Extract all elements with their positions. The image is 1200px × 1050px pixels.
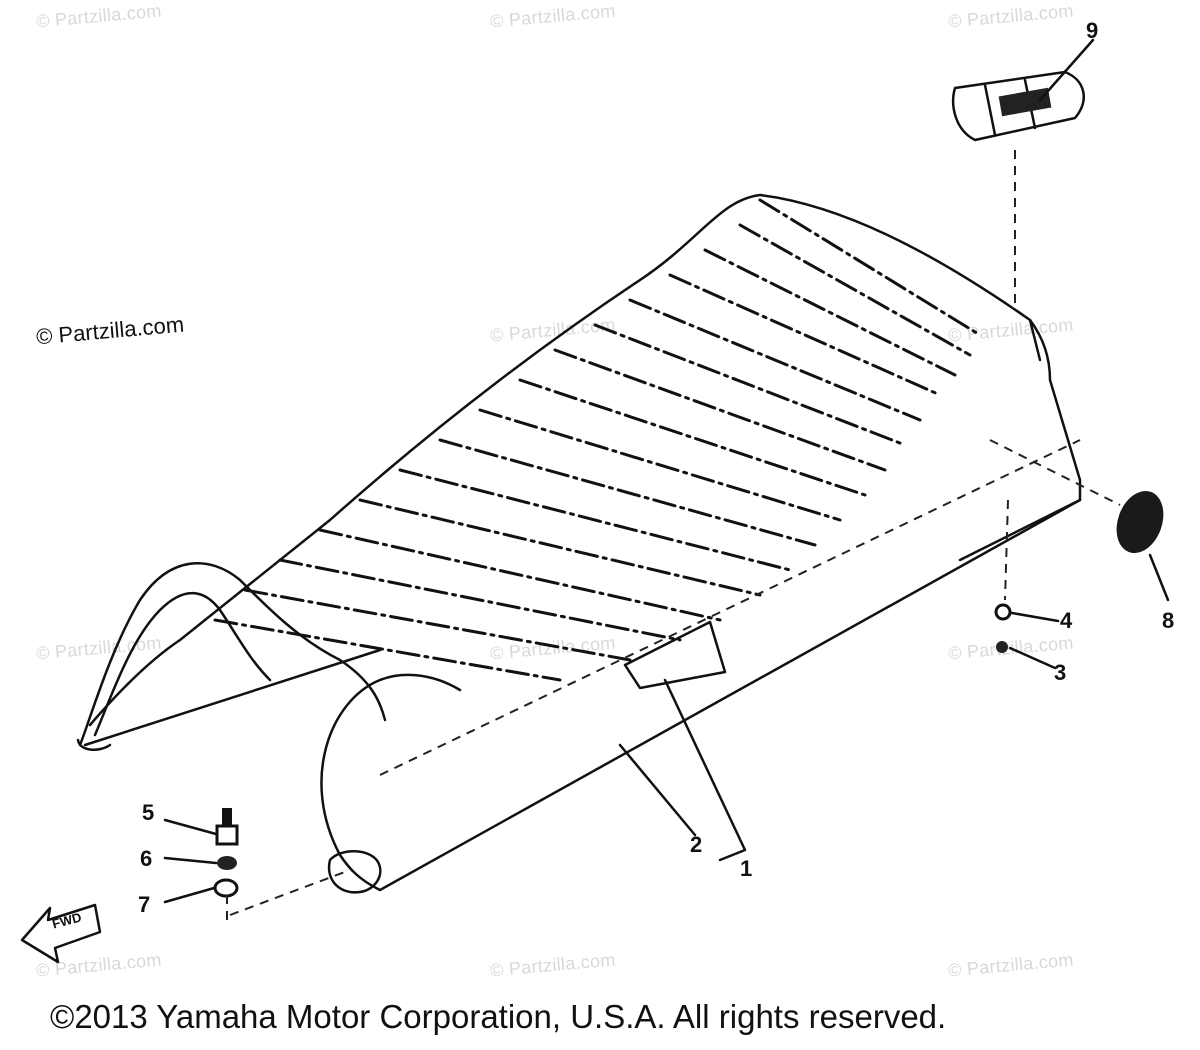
part-5-leader: [163, 818, 218, 836]
seat-front-loop-inner: [93, 591, 272, 737]
seat-tail-outline: [958, 318, 1082, 562]
callout-9: 9: [1086, 18, 1099, 43]
seat-top-outline: [88, 193, 1042, 727]
part-3-nut: [996, 641, 1008, 653]
seat-base-edge: [378, 498, 1082, 892]
callout-2: 2: [690, 832, 703, 857]
part-7-washer: [213, 878, 239, 898]
part-6-washer: [217, 856, 237, 870]
callout-6: 6: [140, 846, 153, 871]
part-2-leader: [618, 743, 697, 837]
callout-7: 7: [138, 892, 151, 917]
part-9-emblem: [951, 70, 1085, 142]
callout-3: 3: [1054, 660, 1067, 685]
callout-8: 8: [1162, 608, 1175, 633]
seat-front-loop: [78, 561, 387, 747]
copyright-notice: ©2013 Yamaha Motor Corporation, U.S.A. A…: [50, 998, 947, 1035]
seat-mounting-tab: [327, 850, 382, 894]
part-5-bolt: [215, 808, 239, 846]
seat-front-tab: [76, 738, 112, 751]
part-4-leader: [1010, 611, 1060, 623]
part-6-leader: [163, 856, 218, 865]
part-8-dashed-line: [989, 439, 1121, 506]
callout-4: 4: [1060, 608, 1073, 633]
part-3-leader: [1008, 646, 1057, 670]
seat-pleats: [213, 198, 982, 682]
part-4-washer: [994, 603, 1012, 621]
part-8-grommet: [1116, 491, 1164, 553]
seat-hidden-edge: [379, 439, 1081, 776]
seat-underside-line: [83, 648, 382, 747]
seat-strap: [623, 620, 727, 690]
part-8-leader: [1148, 553, 1170, 602]
fwd-arrow-icon: [20, 903, 102, 964]
part-1-leader: [663, 678, 747, 862]
bolt-dashed-line: [229, 869, 351, 916]
callout-1: 1: [740, 856, 753, 881]
callout-5: 5: [142, 800, 155, 825]
stud-dashed-line: [1004, 499, 1009, 601]
part-9-leader: [1038, 38, 1095, 102]
part-7-leader: [163, 886, 216, 904]
seat-base-front: [320, 673, 462, 892]
